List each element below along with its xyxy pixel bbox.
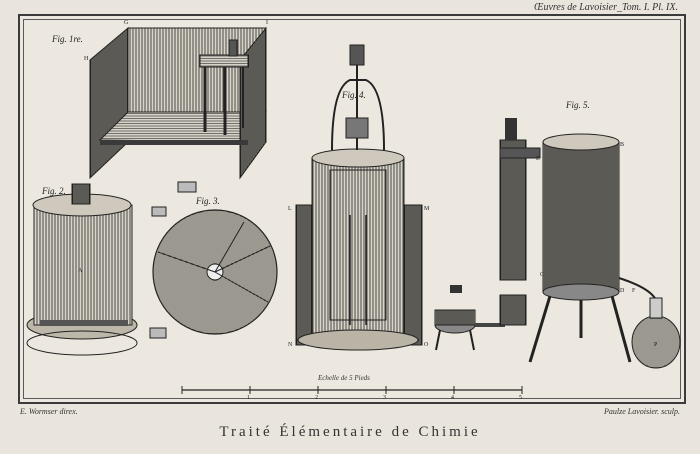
letter-a: A: [78, 268, 83, 274]
letter-l: L: [288, 206, 292, 212]
letter-b: B: [620, 142, 625, 148]
letter-n: N: [288, 342, 293, 348]
figure-4-drawing: [295, 44, 423, 351]
letter-g: G: [124, 20, 129, 26]
letter-f: F: [632, 288, 636, 294]
letter-i: I: [266, 20, 268, 26]
engraver-credit-left: E. Wormser direx.: [20, 407, 78, 416]
scale-tick-2: 2: [315, 395, 318, 401]
figure-4-label: Fig. 4.: [342, 90, 366, 100]
scale-tick-5: 5: [519, 395, 522, 401]
figure-1-label: Fig. 1re.: [52, 34, 83, 44]
figure-3-drawing: [149, 181, 278, 339]
letter-o: O: [424, 342, 429, 348]
figure-3-label: Fig. 3.: [196, 196, 220, 206]
scale-tick-3: 3: [383, 395, 386, 401]
plate-inner-border: [23, 19, 681, 399]
figure-5-label: Fig. 5.: [566, 100, 590, 110]
letter-d: D: [620, 288, 625, 294]
scale-label: Echelle de 5 Pieds: [318, 374, 370, 382]
figure-2-label: Fig. 2.: [42, 186, 66, 196]
letter-c: C: [540, 272, 545, 278]
letter-p: P: [654, 342, 658, 348]
figure-1-drawing: [89, 26, 267, 180]
engraver-credit-right: Paulze Lavoisier. sculp.: [604, 407, 680, 416]
plate-header: Œuvres de Lavoisier_Tom. I. Pl. IX.: [534, 2, 678, 13]
plate-title: Traité Élémentaire de Chimie: [219, 424, 481, 440]
letter-m: M: [424, 206, 430, 212]
scale-tick-4: 4: [451, 395, 454, 401]
figure-2-drawing: [26, 183, 138, 356]
letter-e: E: [536, 156, 540, 162]
figure-5-drawing: [434, 118, 681, 369]
scale-tick-1: 1: [247, 395, 250, 401]
letter-h: H: [84, 56, 89, 62]
scale-bar: [181, 386, 523, 394]
